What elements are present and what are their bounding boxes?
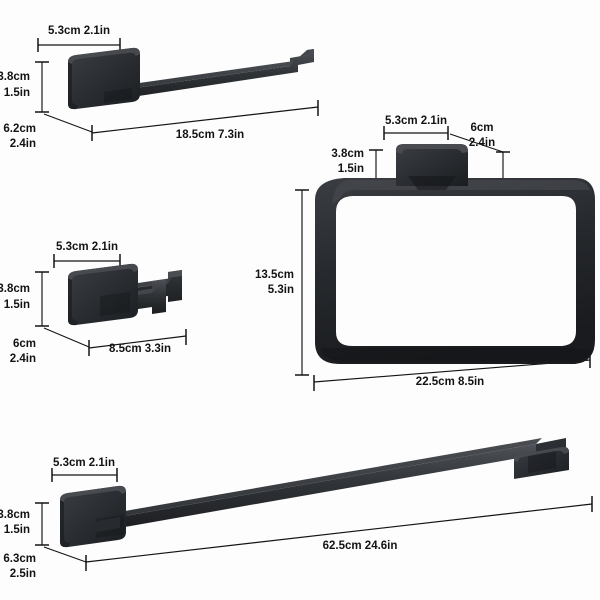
bar-plate-width-dimension: 5.3cm 2.1in <box>51 457 118 482</box>
tph-depth-label-cm: 6.2cm <box>3 123 36 135</box>
tph-arm-end-lip <box>298 49 314 58</box>
bar-depth-label-cm: 6.3cm <box>3 553 36 565</box>
ring-mount-plate <box>396 144 468 186</box>
tph-length-label: 18.5cm 7.3in <box>176 129 244 141</box>
bar-depth-label-in: 2.5in <box>10 568 36 580</box>
towel-ring-loop <box>315 178 595 364</box>
tph-length-dimension: 18.5cm 7.3in <box>91 100 319 141</box>
tph-neck-shadow <box>104 88 132 103</box>
hook-plate-height-dimension: 3.8cm 1.5in <box>0 271 49 327</box>
product-double-robe-hook: 5.3cm 2.1in 3.8cm 1.5in 6cm 2.4in <box>0 241 187 365</box>
hook-prong-far-tip <box>168 270 182 278</box>
product-toilet-paper-holder: 5.3cm 2.1in 3.8cm 1.5in 6.2cm 2.4in <box>0 25 319 150</box>
ring-width-label: 22.5cm 8.5in <box>416 376 484 388</box>
ring-plate-top-bevel <box>396 144 468 154</box>
bar-left-plate-edge <box>60 500 70 548</box>
ring-depth-label-in: 2.4in <box>469 137 495 149</box>
ring-height-label-cm: 13.5cm <box>255 269 294 281</box>
ring-plate-width-label: 5.3cm 2.1in <box>385 115 447 127</box>
ring-depth-label-cm: 6cm <box>470 122 493 134</box>
bar-plate-height-label-cm: 3.8cm <box>0 509 30 521</box>
bar-length-dimension: 62.5cm 24.6in <box>85 496 593 563</box>
hook-plate-top-bevel <box>68 263 138 280</box>
product-towel-bar: 5.3cm 2.1in 3.8cm 1.5in 6.3cm 2.5in <box>0 438 593 580</box>
tph-plate-top-bevel <box>68 47 140 64</box>
towel-bar-rail-top <box>96 438 542 521</box>
ring-height-dimension: 13.5cm 5.3in <box>255 189 309 376</box>
hook-length-label: 8.5cm 3.3in <box>109 343 171 355</box>
bar-plate-height-label-in: 1.5in <box>4 524 30 536</box>
ring-plate-height-dimension: 3.8cm 1.5in <box>331 148 383 180</box>
hook-mount-plate <box>68 263 138 326</box>
towel-bar-rail <box>96 444 536 532</box>
tph-arm <box>86 49 314 104</box>
tph-plate-height-label-cm: 3.8cm <box>0 71 30 83</box>
bar-left-rail-stub <box>96 517 120 532</box>
bar-plate-width-label: 5.3cm 2.1in <box>53 457 115 469</box>
bar-right-plate-bevel <box>514 446 569 462</box>
ring-top-highlight <box>332 180 590 205</box>
hook-length-dimension: 8.5cm 3.3in <box>88 329 187 355</box>
tph-plate-height-label-in: 1.5in <box>4 87 30 99</box>
hook-plate-left-edge <box>68 278 78 326</box>
ring-plate-width-dimension: 5.3cm 2.1in <box>383 115 449 140</box>
bar-length-label: 62.5cm 24.6in <box>323 540 398 552</box>
hook-plate-height-label-cm: 3.8cm <box>0 283 30 295</box>
tph-plate-width-dimension: 5.3cm 2.1in <box>37 25 121 52</box>
ring-plate-height-label-in: 1.5in <box>338 163 364 175</box>
hook-plate-width-label: 5.3cm 2.1in <box>56 241 118 253</box>
hook-plate-height-label-in: 1.5in <box>4 299 30 311</box>
hook-depth-dimension: 6cm 2.4in <box>10 327 90 365</box>
bar-right-neck-shadow <box>528 451 556 473</box>
tph-depth-dimension: 6.2cm 2.4in <box>3 113 93 150</box>
bar-depth-dimension: 6.3cm 2.5in <box>3 546 87 580</box>
ring-bottom-shadow <box>320 348 592 362</box>
hook-neck-shadow <box>100 292 130 316</box>
hook-depth-label-in: 2.4in <box>10 353 36 365</box>
tph-plate-width-label: 5.3cm 2.1in <box>48 25 110 37</box>
product-towel-ring: 5.3cm 2.1in 6cm 2.4in 3.8cm 1.5in <box>255 115 595 391</box>
tph-depth-label-in: 2.4in <box>10 138 36 150</box>
tph-plate-left-edge <box>68 62 78 110</box>
ring-neck-shadow <box>408 176 456 190</box>
hook-depth-label-cm: 6cm <box>13 338 36 350</box>
ring-plate-height-label-cm: 3.8cm <box>331 148 364 160</box>
bar-left-plate-bevel <box>60 485 126 502</box>
bar-plate-height-dimension: 3.8cm 1.5in <box>0 502 49 546</box>
hook-plate-width-dimension: 5.3cm 2.1in <box>53 241 121 268</box>
tph-plate-height-dimension: 3.8cm 1.5in <box>0 61 49 113</box>
tph-mount-plate <box>68 47 140 110</box>
bar-left-mount-plate <box>60 485 126 548</box>
ring-height-label-in: 5.3in <box>268 284 294 296</box>
ring-depth-dimension: 6cm 2.4in <box>449 122 510 183</box>
